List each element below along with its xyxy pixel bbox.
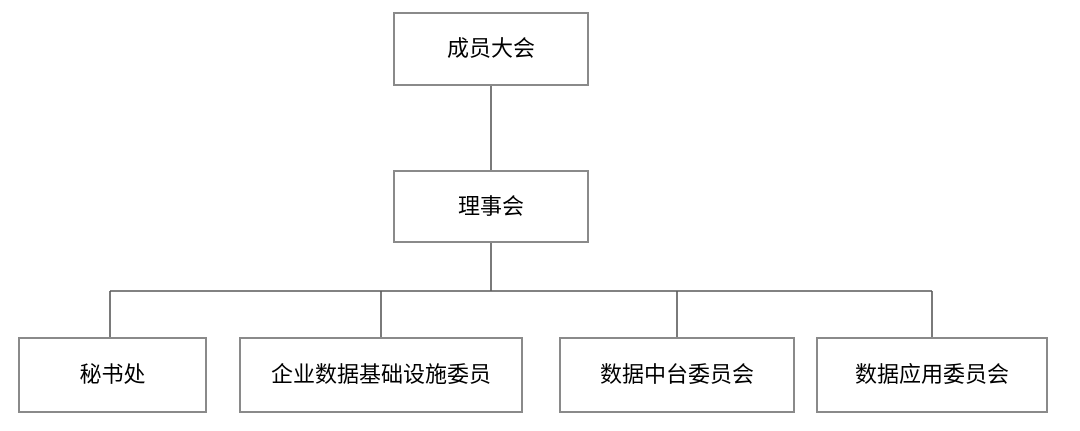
org-node-enterprise-data-infrastructure-committee: 企业数据基础设施委员 (239, 337, 523, 413)
org-node-data-middle-platform-committee: 数据中台委员会 (559, 337, 795, 413)
org-node-data-application-committee: 数据应用委员会 (816, 337, 1048, 413)
org-node-secretariat: 秘书处 (18, 337, 207, 413)
org-node-member-assembly: 成员大会 (393, 12, 589, 86)
org-node-council: 理事会 (393, 170, 589, 243)
